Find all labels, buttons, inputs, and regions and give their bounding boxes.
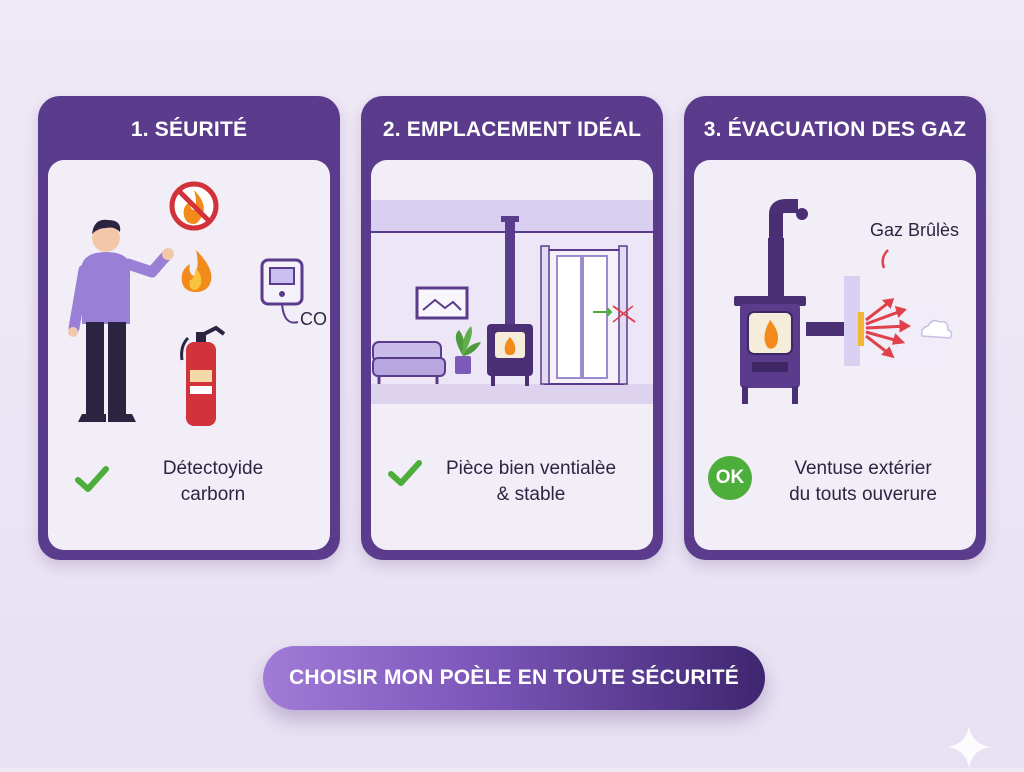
stove-icon [734, 199, 846, 404]
card-panel: Gaz Brûlès OK Ventuse extérier du touts … [694, 160, 976, 550]
card-title: 1. SÉURITÉ [130, 118, 248, 141]
extinguisher-icon [180, 325, 226, 426]
no-fire-icon [169, 181, 219, 231]
card-title: 3. ÉVACUATION DES GAZ [703, 118, 967, 141]
exhaust-arrows-icon [865, 298, 912, 359]
caption-line-1: Détectoyide [162, 458, 264, 479]
caption-line-1: Ventuse extérier [794, 458, 932, 479]
flame-icon [181, 250, 212, 292]
caption-row: OK Ventuse extérier du touts ouverure [694, 456, 976, 526]
room-illustration [371, 200, 653, 404]
person-icon [68, 219, 174, 422]
card-title: 2. EMPLACEMENT IDÉAL [382, 118, 642, 141]
caption-row: Pièce bien ventialèe & stable [371, 456, 653, 526]
caption: Pièce bien ventialèe & stable [421, 456, 641, 508]
safety-illustration: CO [68, 181, 327, 426]
caption-row: Détectoyide carborn [48, 456, 330, 526]
stove-vent-illustration: Gaz Brûlès [734, 199, 959, 404]
sofa-icon [372, 341, 446, 384]
card-safety: 1. SÉURITÉ [38, 96, 340, 560]
caption: Ventuse extérier du touts ouverure [756, 456, 970, 508]
co-label: CO [300, 309, 327, 329]
card-panel: Pièce bien ventialèe & stable [371, 160, 653, 550]
stove-icon [487, 216, 533, 386]
picture-frame-icon [415, 286, 469, 320]
ok-badge: OK [708, 456, 752, 500]
caption-line-2: du touts ouverure [789, 484, 937, 505]
co-detector-icon [260, 258, 304, 324]
caption-line-1: Pièce bien ventialèe [445, 458, 617, 479]
cloud-icon [920, 319, 953, 339]
sparkle-icon [948, 726, 990, 768]
caption-line-2: & stable [496, 484, 566, 505]
check-icon [388, 460, 422, 486]
plant-icon [455, 326, 481, 374]
cta-button[interactable]: CHOISIR MON POÈLE EN TOUTE SÉCURITÉ [263, 646, 765, 710]
caption-line-2: carborn [180, 484, 246, 505]
window-icon [540, 245, 636, 385]
caption: Détectoyide carborn [118, 456, 308, 508]
card-panel: CO Détectoyide carborn [48, 160, 330, 550]
card-gas-evacuation: 3. ÉVACUATION DES GAZ [684, 96, 986, 560]
check-icon [75, 466, 109, 492]
gas-label: Gaz Brûlès [870, 220, 959, 240]
card-placement: 2. EMPLACEMENT IDÉAL [361, 96, 663, 560]
